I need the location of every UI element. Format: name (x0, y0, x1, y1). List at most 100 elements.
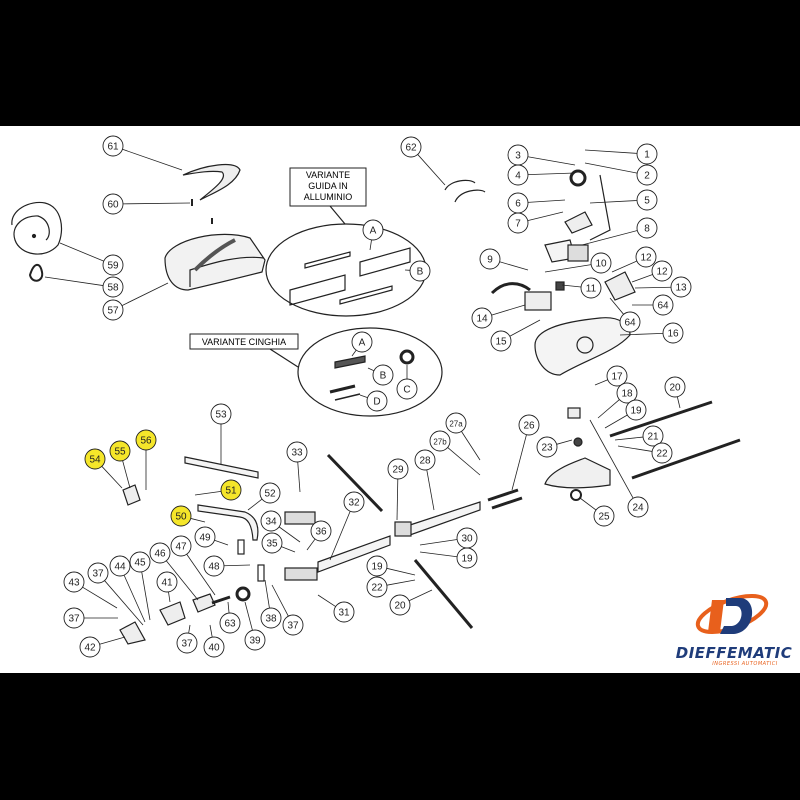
logo-brand: DIEFFEMATIC (675, 644, 793, 662)
leader-line (396, 478, 399, 521)
leader-line (619, 332, 664, 336)
callout-circle (651, 442, 673, 464)
callout-circle (652, 294, 674, 316)
callout-A: A (351, 331, 373, 357)
callout-52: 52 (247, 482, 281, 511)
exploded-view: 6160595857623467125891012121113646414151… (11, 135, 741, 658)
callout-circle (387, 458, 409, 480)
callout-label: 22 (371, 583, 383, 594)
leader-line (223, 564, 251, 567)
leader-line (281, 546, 296, 553)
callout-12: 12 (631, 260, 673, 283)
callout-19: 19 (604, 399, 647, 429)
variant-title-line: VARIANTE (306, 170, 350, 180)
callout-18: 18 (597, 382, 638, 419)
callout-7: 7 (507, 211, 564, 234)
callout-circle (102, 276, 124, 298)
leader-line (329, 511, 351, 561)
part-gear (569, 169, 587, 187)
leader-line (589, 200, 638, 204)
leader-line (417, 154, 446, 186)
part-block (192, 593, 216, 613)
callout-circle (176, 632, 198, 654)
callout-2: 2 (584, 162, 658, 186)
callout-circle (664, 376, 686, 398)
callout-circle (366, 555, 388, 577)
callout-37: 37 (87, 562, 144, 626)
callout-59: 59 (59, 242, 124, 276)
part-arm (184, 456, 259, 479)
callout-46: 46 (149, 542, 199, 601)
callout-label: 51 (225, 486, 237, 497)
callout-circle (362, 219, 384, 241)
leader-line (676, 396, 681, 409)
callout-label: 5 (644, 196, 650, 207)
variant-title: VARIANTE CINGHIA (202, 337, 286, 347)
callout-label: 30 (461, 534, 473, 545)
callout-50: 50 (170, 505, 206, 527)
callout-32: 32 (329, 491, 365, 561)
callout-circle (625, 399, 647, 421)
callout-label: 26 (523, 421, 535, 432)
callout-label: 35 (266, 539, 278, 550)
callout-circle (636, 164, 658, 186)
callout-circle (456, 547, 478, 569)
leader-line (594, 379, 608, 386)
callout-22: 22 (617, 442, 673, 464)
part-guide-rail (317, 535, 391, 573)
callout-circle (471, 307, 493, 329)
part-bracket (119, 621, 146, 645)
leader-line (631, 274, 653, 283)
callout-circle (619, 311, 641, 333)
callout-circle (651, 260, 673, 282)
callout-circle (635, 246, 657, 268)
leader-line (561, 284, 582, 288)
callout-A: A (362, 219, 384, 251)
callout-13: 13 (634, 276, 692, 298)
leader-line (527, 156, 576, 166)
callout-label: 21 (647, 432, 659, 443)
callout-circle (662, 322, 684, 344)
callout-circle (507, 164, 529, 186)
callout-23: 23 (536, 436, 573, 458)
callout-57: 57 (102, 282, 169, 321)
callout-42: 42 (79, 636, 126, 658)
leader-line (306, 538, 316, 551)
part-motor-flange (564, 211, 593, 234)
callout-circle (310, 520, 332, 542)
callout-5: 5 (589, 189, 658, 211)
callout-label: 54 (89, 455, 101, 466)
callout-circle (109, 440, 131, 462)
callout-circle (372, 364, 394, 386)
callout-circle (580, 277, 602, 299)
callout-circle (244, 629, 266, 651)
callout-circle (194, 526, 216, 548)
callout-20: 20 (389, 589, 433, 616)
part-link (237, 539, 245, 555)
callout-label: 55 (114, 447, 126, 458)
callout-label: 22 (656, 449, 668, 460)
callout-circle (102, 193, 124, 215)
callout-circle (156, 571, 178, 593)
callout-37: 37 (63, 607, 118, 629)
part-belt (334, 393, 361, 401)
callout-label: 44 (114, 562, 126, 573)
callout-10: 10 (544, 252, 612, 274)
callout-1: 1 (584, 143, 658, 165)
callout-label: 36 (315, 527, 327, 538)
callout-label: C (403, 385, 410, 396)
leader-line (190, 518, 206, 523)
callout-38: 38 (260, 579, 282, 629)
callout-label: 11 (586, 284, 597, 295)
callout-label: 15 (495, 337, 507, 348)
leader-line (604, 414, 628, 429)
callout-45: 45 (129, 551, 151, 621)
leader-line (264, 579, 270, 609)
leader-line (122, 202, 191, 205)
callout-circle (479, 248, 501, 270)
callout-circle (135, 429, 157, 451)
callout-circle (149, 542, 171, 564)
callout-circle (396, 378, 418, 400)
logo-tagline: INGRESSI AUTOMATICI (712, 661, 778, 667)
callout-label: 58 (107, 283, 119, 294)
